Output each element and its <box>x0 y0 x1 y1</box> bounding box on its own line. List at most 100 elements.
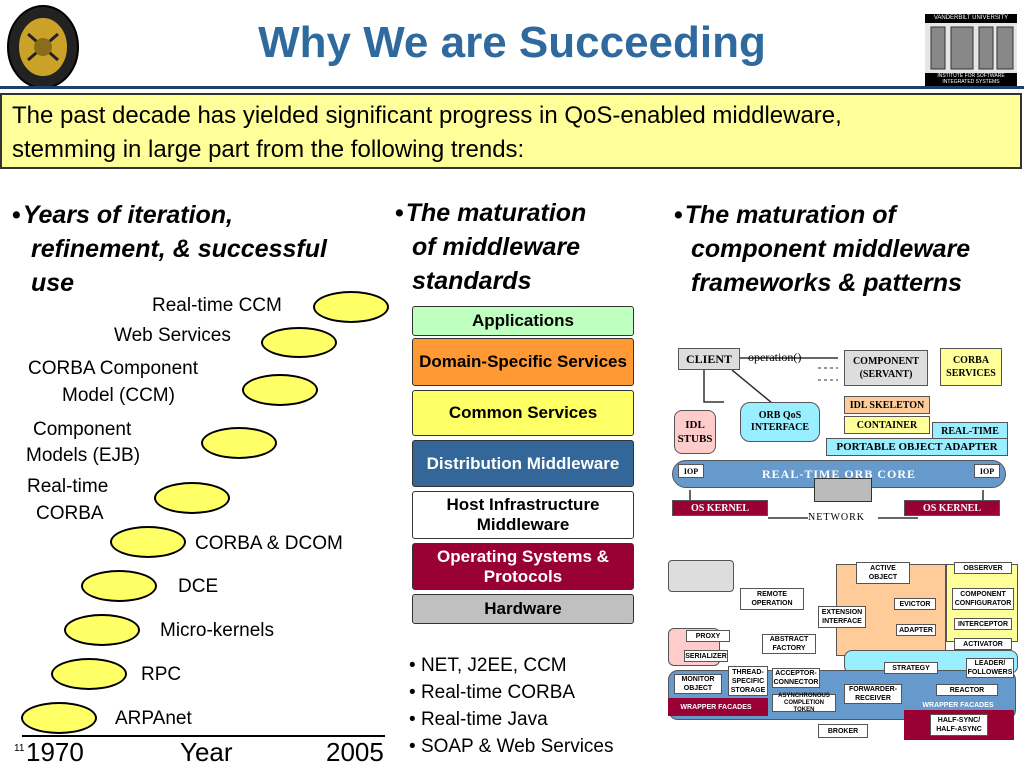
pattern-box: ACCEPTOR-CONNECTOR <box>772 668 820 688</box>
page-number: 11 <box>14 743 25 754</box>
corba-services-box: CORBA SERVICES <box>940 348 1002 386</box>
layer-host-infrastructure-middleware: Host Infrastructure Middleware <box>412 491 634 539</box>
pattern-box: REMOTE OPERATION <box>740 588 804 610</box>
container-box: CONTAINER <box>844 416 930 434</box>
network-label: NETWORK <box>808 512 865 523</box>
pattern-box: THREAD-SPECIFIC STORAGE <box>728 666 768 696</box>
pattern-box: BROKER <box>818 724 868 738</box>
layer-distribution-middleware: Distribution Middleware <box>412 440 634 487</box>
left-bullet-line: Years of iteration, <box>22 201 234 229</box>
vanderbilt-seal-logo <box>6 4 80 90</box>
middle-bullet-line: The maturation <box>405 199 587 227</box>
orb-qos-interface-box: ORB QoS INTERFACE <box>740 402 820 442</box>
pattern-box: OBSERVER <box>954 562 1012 574</box>
banner-line-1: The past decade has yielded significant … <box>12 102 842 129</box>
logo-university-text: VANDERBILT UNIVERSITY <box>925 14 1017 23</box>
iop-left-box: IOP <box>678 464 704 478</box>
layer-domain-specific-services: Domain-Specific Services <box>412 338 634 386</box>
iop-right-box: IOP <box>974 464 1000 478</box>
right-bullet-line: The maturation of <box>684 201 896 229</box>
operation-label: operation() <box>748 350 802 364</box>
pattern-box: REACTOR <box>936 684 998 696</box>
banner-line-2: stemming in large part from the followin… <box>12 136 525 163</box>
os-kernel-right: OS KERNEL <box>904 500 1000 516</box>
timeline-label: Real-time CCM <box>152 295 282 316</box>
timeline-ellipse <box>81 570 157 602</box>
left-bullet: •Years of iteration, refinement, & succe… <box>12 198 327 300</box>
client-box: CLIENT <box>678 348 740 370</box>
pattern-box: ADAPTER <box>896 624 936 636</box>
standards-list: NET, J2EE, CCM Real-time CORBA Real-time… <box>409 652 614 760</box>
pattern-box: LEADER/ FOLLOWERS <box>966 658 1014 678</box>
right-bullet-line: component middleware <box>691 235 971 263</box>
timeline-ellipse <box>110 526 186 558</box>
client-pattern-box <box>668 560 734 592</box>
logo-institute-text: INSTITUTE FOR SOFTWARE INTEGRATED SYSTEM… <box>925 73 1017 86</box>
pattern-box: HALF-SYNC/ HALF-ASYNC <box>930 714 988 736</box>
pattern-box: EVICTOR <box>894 598 936 610</box>
timeline-ellipse <box>21 702 97 734</box>
list-item: NET, J2EE, CCM <box>409 652 613 679</box>
layer-applications: Applications <box>412 306 634 336</box>
pattern-box: MONITOR OBJECT <box>674 674 722 694</box>
header-divider <box>0 86 1024 89</box>
pattern-box: STRATEGY <box>884 662 938 674</box>
idl-skeleton-box: IDL SKELETON <box>844 396 930 414</box>
pattern-box: INTERCEPTOR <box>954 618 1012 630</box>
right-bullet-line: frameworks & patterns <box>691 269 962 297</box>
page-title: Why We are Succeeding <box>258 18 766 67</box>
ccm-connectors <box>689 357 984 519</box>
pattern-box: FORWARDER-RECEIVER <box>844 684 902 704</box>
timeline-ellipse <box>201 427 277 459</box>
layer-operating-systems-protocols: Operating Systems & Protocols <box>412 543 634 590</box>
network-switch-icon <box>814 478 872 502</box>
isis-logo: VANDERBILT UNIVERSITY INSTITUTE FOR SOFT… <box>925 14 1017 86</box>
middle-bullet: •The maturation of middleware standards <box>395 196 586 298</box>
timeline-label: CORBA & DCOM <box>195 533 343 554</box>
right-bullet: •The maturation of component middleware … <box>674 198 970 300</box>
list-item: Real-time Java <box>409 706 613 733</box>
timeline-ellipse <box>261 327 337 358</box>
axis-end-year: 2005 <box>326 737 384 767</box>
pattern-box: PROXY <box>686 630 730 642</box>
patterns-diagram: ACTIVE OBJECT OBSERVER REMOTE OPERATION … <box>668 560 1018 740</box>
timeline-label: DCE <box>178 576 219 597</box>
timeline-label: ARPAnet <box>115 708 192 729</box>
timeline-axis <box>22 735 385 737</box>
pattern-box: EXTENSION INTERFACE <box>818 606 866 628</box>
list-item: SOAP & Web Services <box>409 733 614 760</box>
timeline-label: Web Services <box>114 325 231 346</box>
pattern-box: ACTIVATOR <box>954 638 1012 650</box>
layer-hardware: Hardware <box>412 594 634 624</box>
timeline-ellipse <box>51 658 127 690</box>
timeline-label: Component <box>33 419 132 440</box>
axis-start-year: 1970 <box>26 737 84 767</box>
timeline-ellipse <box>64 614 140 646</box>
pattern-box: ABSTRACT FACTORY <box>762 634 816 654</box>
pattern-box: SERIALIZER <box>684 650 728 662</box>
os-pattern-region-left <box>668 698 768 716</box>
pattern-box: WRAPPER FACADES <box>922 701 994 709</box>
axis-label: Year <box>180 737 233 767</box>
component-servant-box: COMPONENT (SERVANT) <box>844 350 928 386</box>
left-bullet-line: refinement, & successful <box>31 235 327 263</box>
timeline-label: Models (EJB) <box>26 445 141 466</box>
pattern-box: ASYNCHRONOUS COMPLETION TOKEN <box>772 693 836 713</box>
pattern-box: WRAPPER FACADES <box>680 703 752 711</box>
portable-object-adapter-box: PORTABLE OBJECT ADAPTER <box>826 438 1008 456</box>
list-item: Real-time CORBA <box>409 679 613 706</box>
timeline-label: Real-time <box>27 476 109 497</box>
timeline-label: CORBA Component <box>28 358 199 379</box>
intro-banner: The past decade has yielded significant … <box>0 93 1022 169</box>
layer-common-services: Common Services <box>412 390 634 436</box>
pattern-box: ACTIVE OBJECT <box>856 562 910 584</box>
timeline-ellipse <box>154 482 230 514</box>
timeline-label: CORBA <box>36 503 104 524</box>
left-bullet-line: use <box>31 269 75 297</box>
timeline-label: RPC <box>141 664 182 685</box>
timeline-label: Micro-kernels <box>160 620 275 641</box>
ccm-architecture-diagram: CLIENT operation() COMPONENT (SERVANT) C… <box>668 340 1014 525</box>
middle-bullet-line: standards <box>412 267 532 295</box>
idl-stubs-box: IDL STUBS <box>674 410 716 454</box>
timeline-ellipse <box>242 374 318 406</box>
